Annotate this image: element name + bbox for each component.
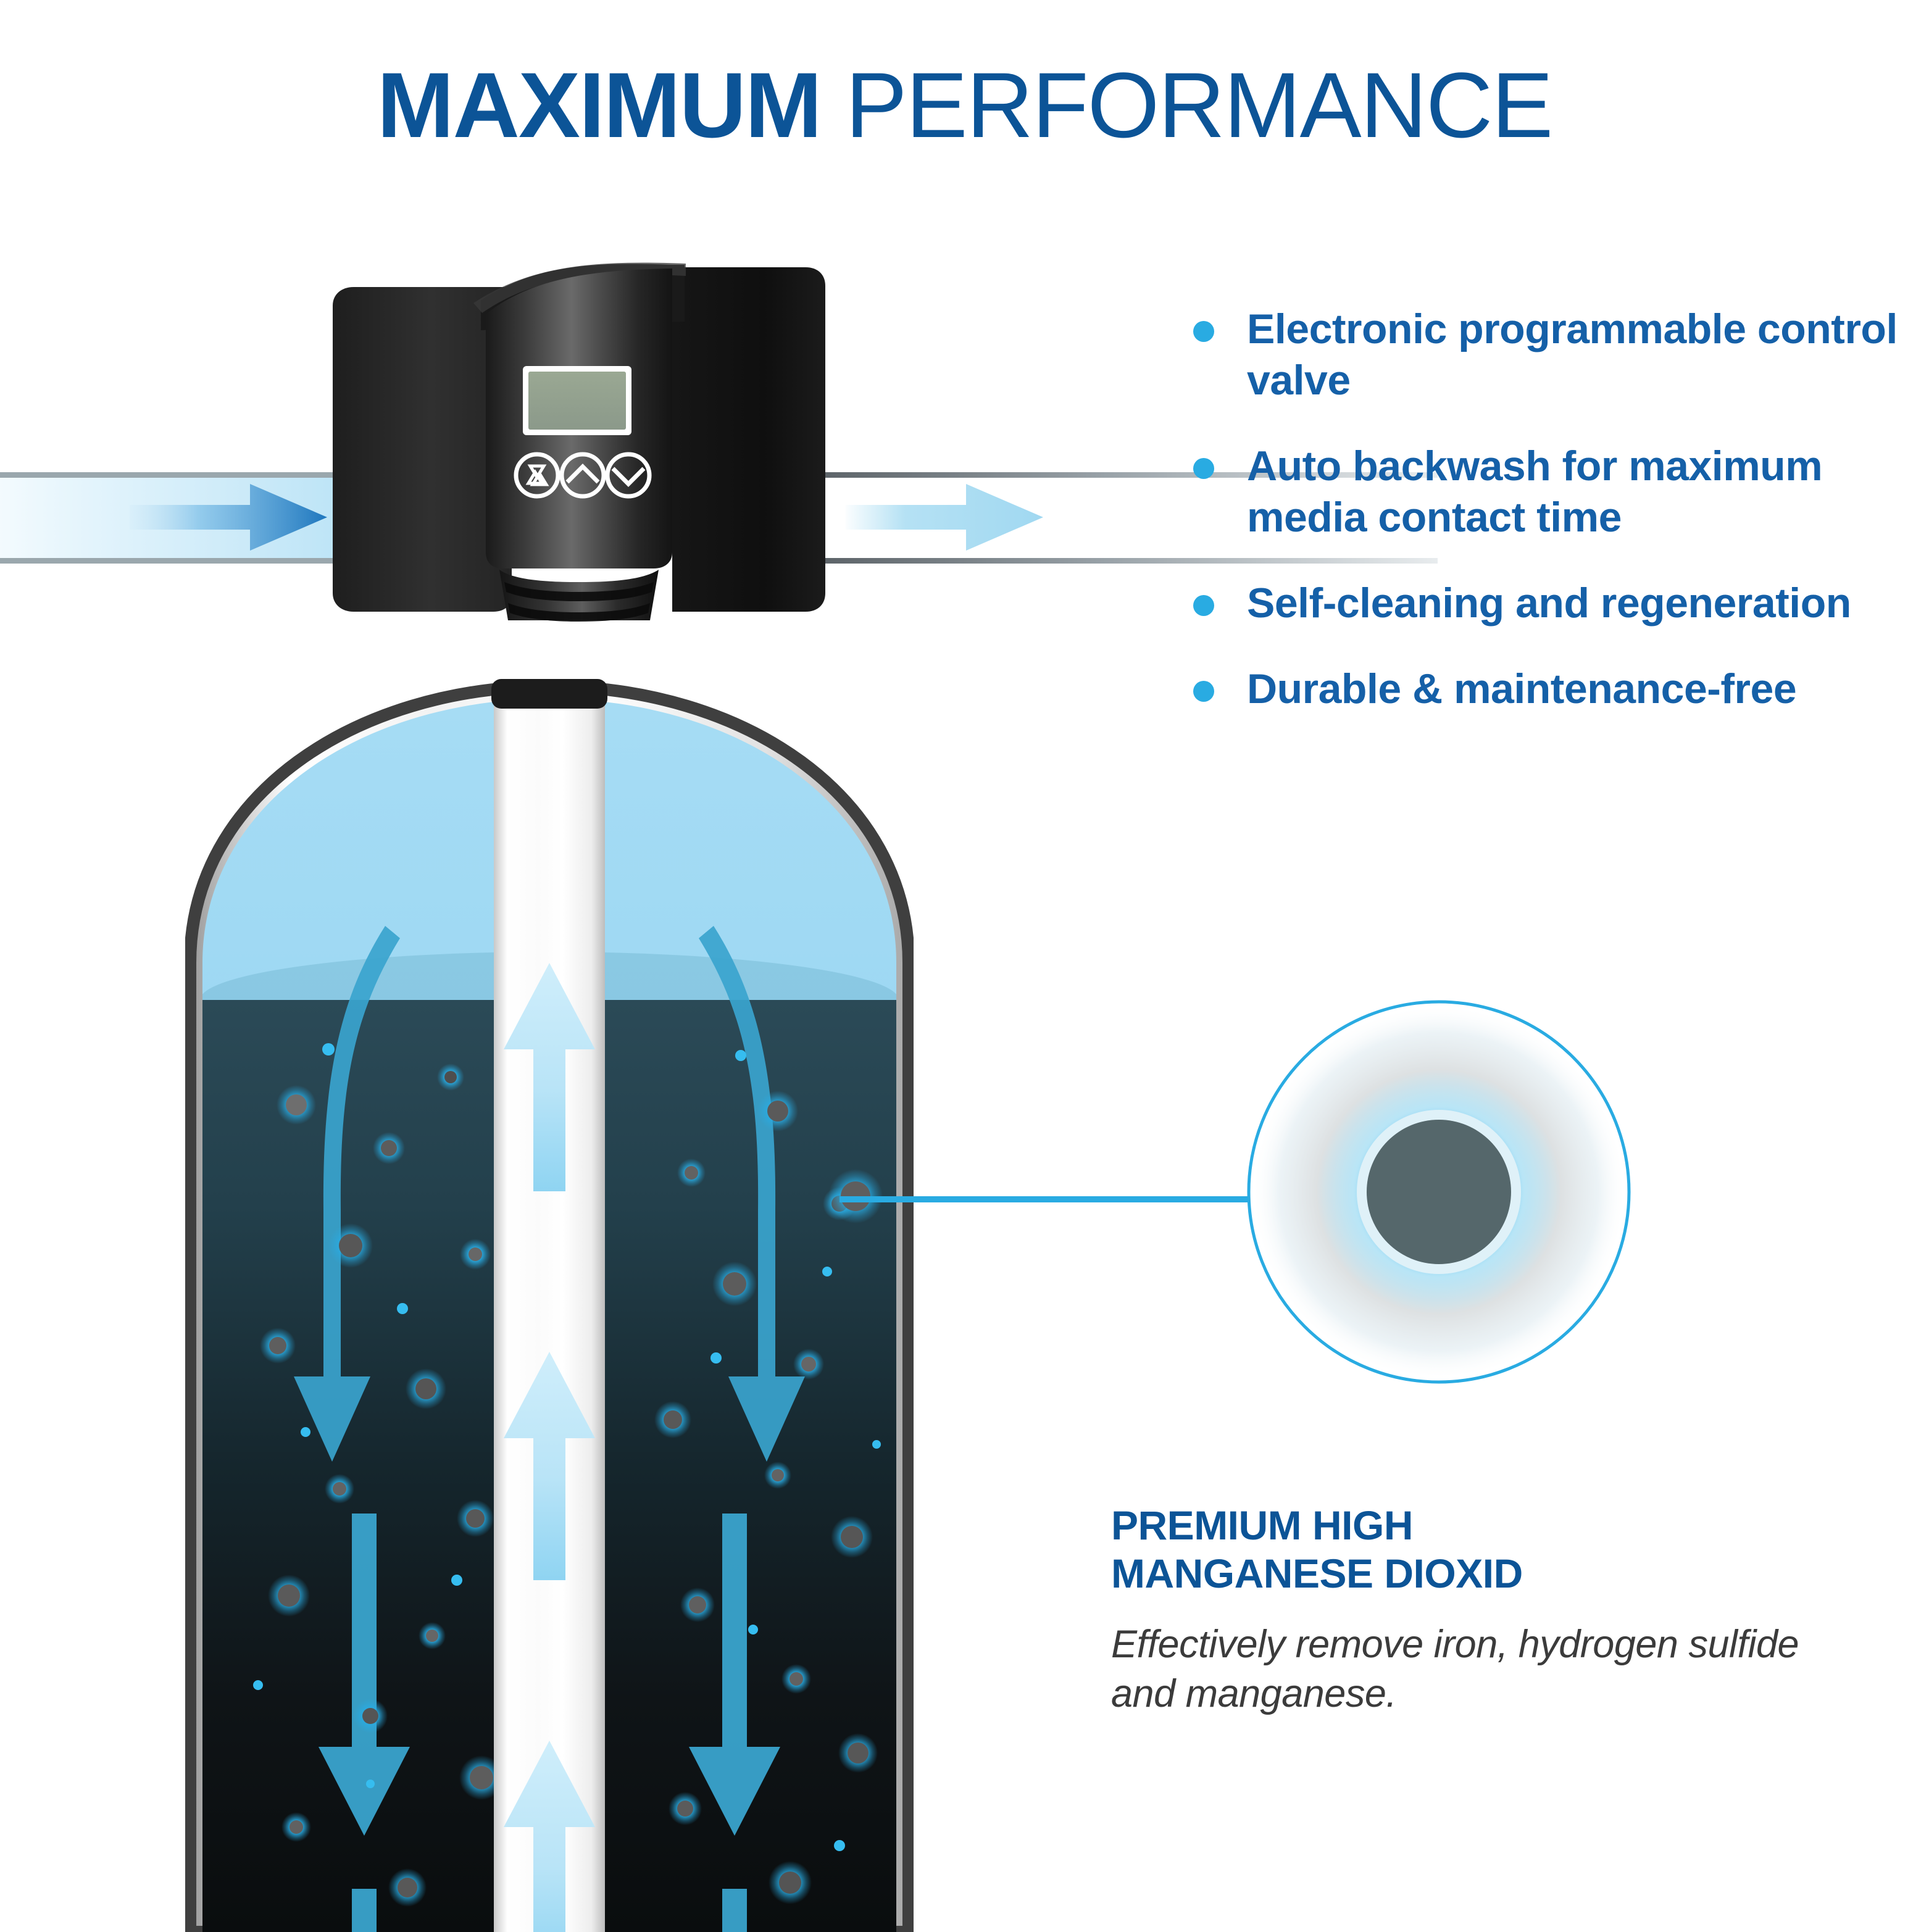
filter-tank bbox=[185, 617, 914, 1932]
feature-label: Self-cleaning and regeneration bbox=[1247, 580, 1851, 627]
feature-item-control-valve: Electronic programmable control valve bbox=[1188, 304, 1923, 406]
feature-item-auto-backwash: Auto backwash for maximum media contact … bbox=[1188, 441, 1923, 543]
bullet-dot-icon bbox=[1193, 595, 1214, 616]
feature-list: Electronic programmable control valve Au… bbox=[1188, 304, 1923, 749]
page-title-bold: MAXIMUM bbox=[377, 53, 822, 157]
feature-label: Auto backwash for maximum media contact … bbox=[1247, 443, 1823, 541]
valve-button-up bbox=[559, 452, 606, 499]
bullet-dot-icon bbox=[1193, 458, 1214, 479]
bullet-dot-icon bbox=[1193, 321, 1214, 342]
bullet-dot-icon bbox=[1193, 681, 1214, 702]
callout-line bbox=[840, 1196, 1284, 1202]
valve-button-down bbox=[605, 452, 652, 499]
control-valve-head[interactable] bbox=[327, 262, 831, 622]
outlet-flow-arrow-icon bbox=[846, 483, 1043, 552]
feature-item-durable: Durable & maintenance-free bbox=[1188, 664, 1923, 715]
page-title: MAXIMUM PERFORMANCE bbox=[0, 59, 1929, 151]
feature-item-self-cleaning: Self-cleaning and regeneration bbox=[1188, 578, 1923, 629]
media-caption: PREMIUM HIGH MANGANESE DIOXID Effectivel… bbox=[1111, 1501, 1852, 1718]
inlet-flow-arrow-icon bbox=[130, 483, 327, 552]
media-caption-body: Effectively remove iron, hydrogen sulfid… bbox=[1111, 1623, 1799, 1715]
feature-label: Electronic programmable control valve bbox=[1247, 306, 1898, 404]
valve-button-regenerate bbox=[514, 452, 560, 499]
page-title-light: PERFORMANCE bbox=[820, 53, 1554, 157]
media-magnifier bbox=[1246, 999, 1632, 1385]
media-caption-heading: PREMIUM HIGH MANGANESE DIOXID bbox=[1111, 1502, 1523, 1596]
feature-label: Durable & maintenance-free bbox=[1247, 665, 1797, 712]
lcd-display bbox=[528, 372, 626, 430]
